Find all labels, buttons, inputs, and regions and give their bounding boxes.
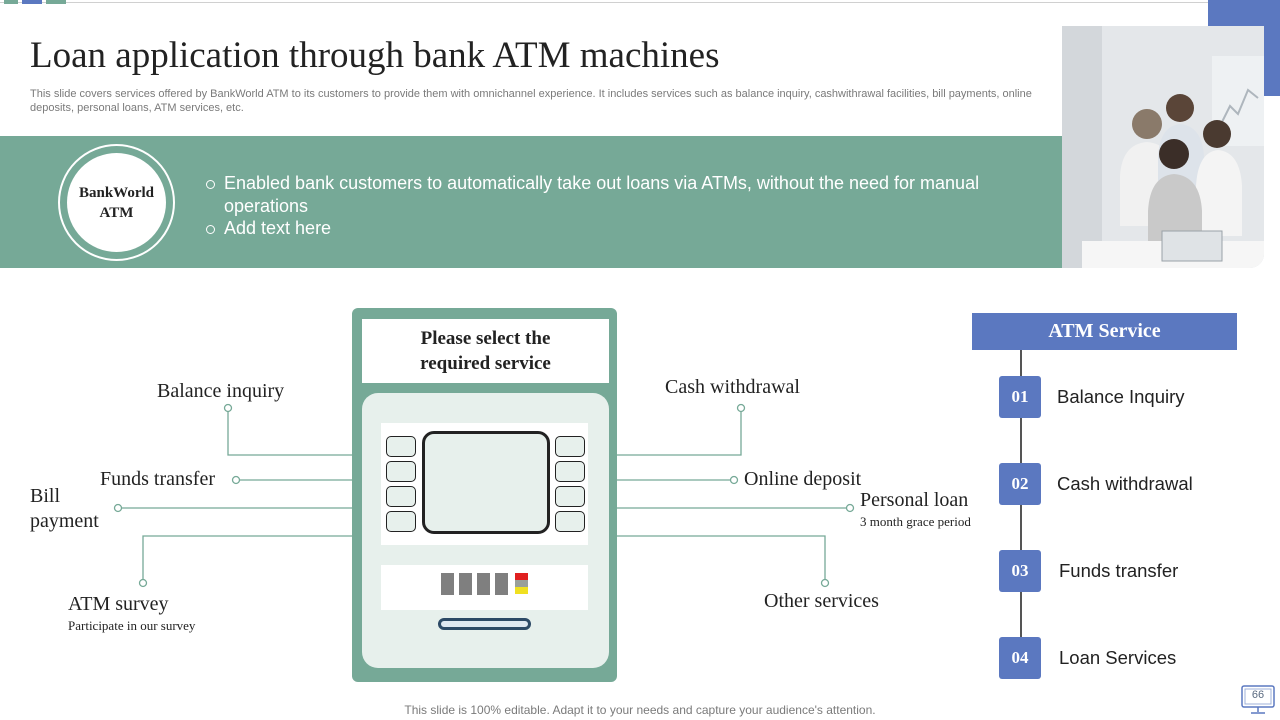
highlight-banner xyxy=(0,136,1062,268)
monitor-icon xyxy=(1241,685,1275,714)
top-divider xyxy=(0,2,1208,3)
page-subtitle: This slide covers services offered by Ba… xyxy=(30,88,1032,114)
atm-key xyxy=(555,511,585,532)
top-accent-tab xyxy=(22,0,42,4)
page-number: 66 xyxy=(1251,689,1265,701)
footer-note: This slide is 100% editable. Adapt it to… xyxy=(404,703,876,717)
atm-service-header-text: ATM Service xyxy=(1048,320,1161,342)
atm-header: Please select the required service xyxy=(362,319,609,383)
atm-card-bar xyxy=(495,573,508,595)
atm-card-slot xyxy=(438,618,531,630)
service-number: 03 xyxy=(999,550,1041,592)
atm-key xyxy=(386,486,416,507)
atm-card-bar xyxy=(441,573,454,595)
atm-indicator-red xyxy=(515,573,528,580)
atm-indicator-yellow xyxy=(515,587,528,594)
service-label: Loan Services xyxy=(1059,647,1177,668)
team-photo xyxy=(1062,26,1264,268)
atm-key xyxy=(386,511,416,532)
service-label: Cash withdrawal xyxy=(1057,473,1193,494)
service-label: Funds transfer xyxy=(1059,560,1179,581)
atm-card-bar xyxy=(459,573,472,595)
label-bill-payment: Bill payment xyxy=(30,485,99,532)
atm-service-header: ATM Service xyxy=(972,313,1237,350)
atm-key xyxy=(555,486,585,507)
page-number-icon: 66 xyxy=(1240,685,1276,717)
bullet-item: Add text here xyxy=(205,217,985,240)
bankworld-badge: BankWorld ATM xyxy=(67,153,166,252)
bullet-item: Enabled bank customers to automatically … xyxy=(205,172,985,217)
top-accent-tab xyxy=(4,0,18,4)
atm-card-bar xyxy=(477,573,490,595)
label-online-deposit: Online deposit xyxy=(744,468,862,490)
team-photo-illustration xyxy=(1062,26,1264,268)
label-personal-loan: Personal loan xyxy=(860,489,969,511)
page-title: Loan application through bank ATM machin… xyxy=(30,35,720,76)
label-funds-transfer: Funds transfer xyxy=(100,468,215,490)
banner-bullets: Enabled bank customers to automatically … xyxy=(205,172,985,240)
service-number: 04 xyxy=(999,637,1041,679)
atm-indicator-gray xyxy=(515,580,528,587)
service-timeline xyxy=(1020,350,1022,670)
atm-key xyxy=(555,461,585,482)
label-atm-survey-sub: Participate in our survey xyxy=(68,618,196,633)
label-other-services: Other services xyxy=(764,590,879,612)
label-atm-survey: ATM survey xyxy=(68,593,169,615)
badge-label: BankWorld ATM xyxy=(78,184,155,221)
label-cash-withdrawal: Cash withdrawal xyxy=(665,376,800,398)
badge-ring xyxy=(58,144,175,261)
atm-key xyxy=(386,436,416,457)
label-personal-loan-sub: 3 month grace period xyxy=(860,514,971,529)
service-label: Balance Inquiry xyxy=(1057,386,1185,407)
atm-screen xyxy=(422,431,550,534)
service-number: 02 xyxy=(999,463,1041,505)
label-balance-inquiry: Balance inquiry xyxy=(157,380,285,402)
top-accent-tab xyxy=(46,0,66,4)
service-number: 01 xyxy=(999,376,1041,418)
atm-key xyxy=(386,461,416,482)
atm-header-text: Please select the required service xyxy=(420,328,551,374)
atm-key xyxy=(555,436,585,457)
